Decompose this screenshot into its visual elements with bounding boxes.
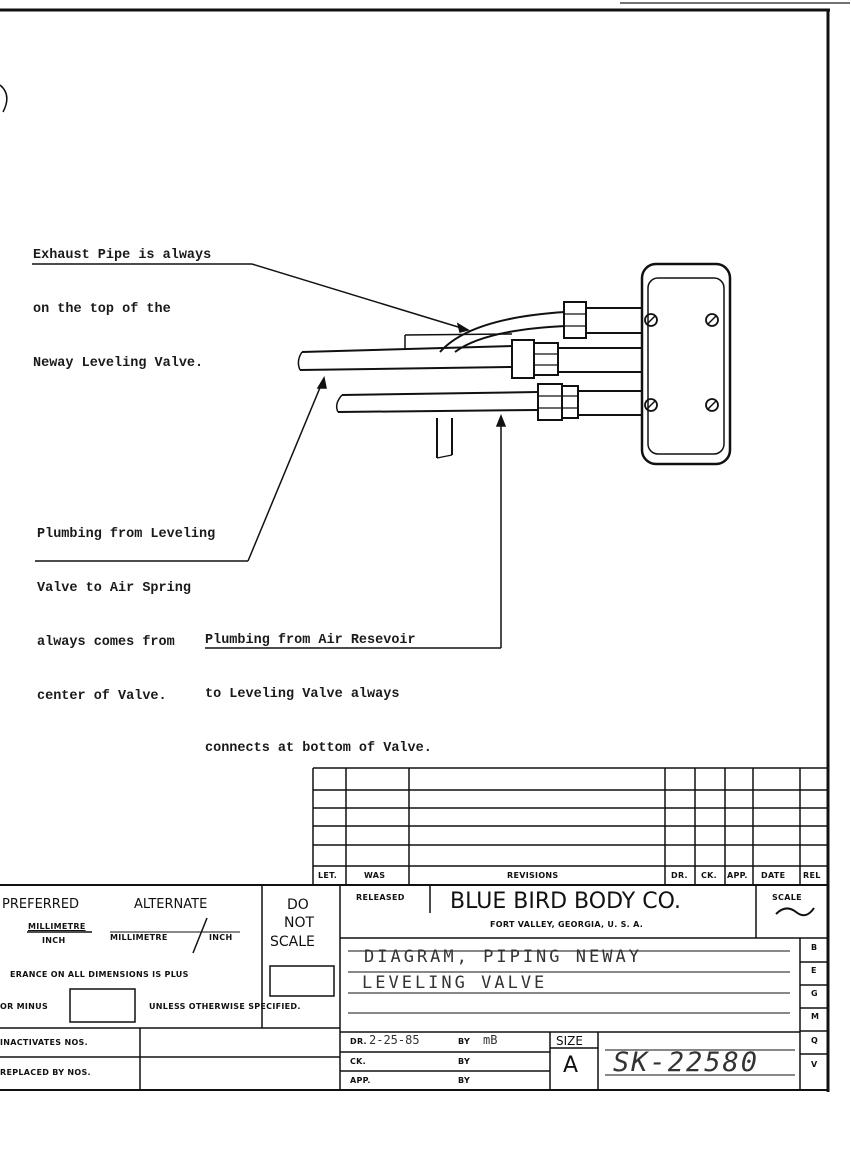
air-reservoir-note: Plumbing from Air Resevoir to Leveling V… [205, 633, 432, 756]
side-code-q: Q [811, 1036, 819, 1045]
alternate-label: ALTERNATE [134, 897, 208, 912]
air-spring-note: Plumbing from Leveling Valve to Air Spri… [37, 527, 216, 704]
released-label: RELEASED [356, 893, 405, 902]
unless-label: UNLESS OTHERWISE SPECIFIED. [149, 1002, 301, 1011]
ck-by-label: BY [458, 1057, 471, 1066]
preferred-inch: INCH [42, 936, 66, 945]
tolerance-label: ERANCE ON ALL DIMENSIONS IS PLUS [10, 970, 189, 979]
size-label: SIZE [556, 1034, 583, 1048]
title-block-grid [0, 885, 828, 1091]
rev-col-rel: REL [803, 871, 821, 880]
ck-label: CK. [350, 1057, 367, 1066]
dr-date: 2-25-85 [369, 1033, 420, 1047]
leveling-valve-drawing [297, 262, 732, 466]
app-label: APP. [350, 1076, 371, 1085]
scale-warning-label: SCALE [270, 934, 315, 950]
exhaust-leader [32, 263, 470, 333]
drawing-number: SK-22580 [613, 1047, 760, 1078]
side-code-b: B [811, 943, 818, 952]
preferred-label: PREFERRED [2, 897, 80, 912]
inactivates-label: INACTIVATES NOS. [0, 1038, 88, 1047]
side-code-e: E [811, 966, 817, 975]
dr-by-label: BY [458, 1037, 471, 1046]
scale-symbol [775, 907, 815, 917]
spring-leader [35, 375, 327, 562]
rev-col-dr: DR. [671, 871, 688, 880]
rev-col-revisions: REVISIONS [507, 871, 559, 880]
rev-col-let: LET. [318, 871, 338, 880]
alternate-millimetre: MILLIMETRE [110, 933, 168, 942]
company-name: BLUE BIRD BODY CO. [450, 889, 682, 914]
rev-col-date: DATE [761, 871, 786, 880]
rev-col-app: APP. [727, 871, 748, 880]
dr-label: DR. [350, 1037, 367, 1046]
not-label: NOT [284, 915, 315, 931]
drawing-title-line2: LEVELING VALVE [362, 973, 548, 993]
left-edge-arc [0, 84, 8, 113]
app-by-label: BY [458, 1076, 471, 1085]
size-value: A [563, 1053, 579, 1078]
company-location: FORT VALLEY, GEORGIA, U. S. A. [490, 920, 644, 929]
preferred-millimetre: MILLIMETRE [28, 922, 86, 931]
drawing-title-line1: DIAGRAM, PIPING NEWAY [364, 947, 642, 967]
side-code-v: V [811, 1060, 818, 1069]
alternate-inch: INCH [209, 933, 233, 942]
do-label: DO [287, 897, 309, 913]
replaced-label: REPLACED BY NOS. [0, 1068, 91, 1077]
rev-col-was: WAS [364, 871, 386, 880]
side-code-m: M [811, 1012, 820, 1021]
or-minus-label: OR MINUS [0, 1002, 49, 1011]
exhaust-note: Exhaust Pipe is always on the top of the… [33, 248, 212, 371]
rev-col-ck: CK. [701, 871, 718, 880]
dr-by-value: mB [483, 1033, 498, 1047]
scale-label: SCALE [772, 893, 802, 902]
revision-table-grid [0, 767, 828, 886]
side-code-g: G [811, 989, 818, 998]
reservoir-leader [205, 413, 507, 649]
